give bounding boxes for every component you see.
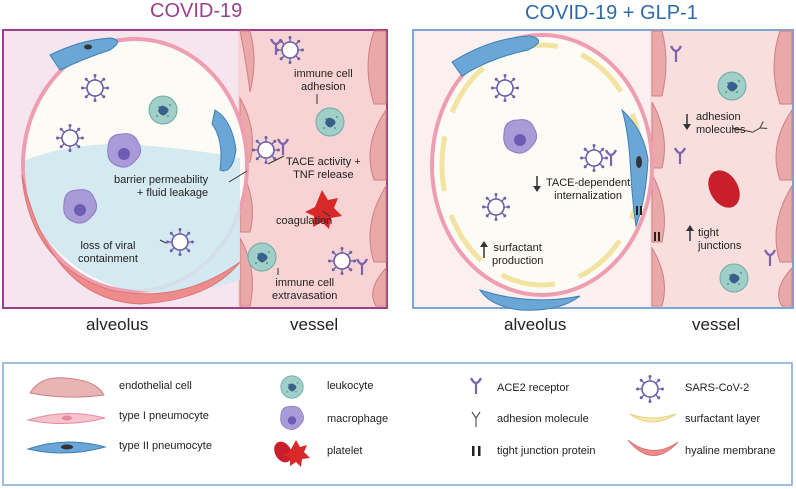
legend-platelet: platelet	[327, 445, 363, 457]
label-loss-viral-containment: loss of viral containment	[78, 240, 138, 265]
left-panel	[2, 29, 388, 309]
left-type2-cell-top	[49, 37, 118, 71]
label-tight-junctions: tight junctions	[698, 227, 742, 252]
virus-icon	[635, 374, 665, 404]
virus-icon	[490, 73, 520, 103]
virus-icon	[481, 192, 511, 222]
label-barrier-permeability: barrier permeability + fluid leakage	[114, 174, 209, 199]
left-panel-title: COVID-19	[150, 0, 243, 22]
label-immune-adhesion: immune cell adhesion	[294, 68, 353, 93]
surfactant-layer-icon	[629, 413, 677, 423]
legend-type2-pneumocyte: type II pneumocyte	[119, 440, 212, 452]
label-tace-internalization: TACE-dependent internalization	[546, 177, 631, 202]
left-type2-cell-side	[211, 109, 237, 172]
legend-type1-pneumocyte: type I pneumocyte	[119, 410, 209, 422]
right-panel	[412, 29, 794, 311]
leukocyte-icon	[280, 375, 304, 399]
legend-leukocyte: leukocyte	[327, 380, 374, 392]
legend-endothelial-cell: endothelial cell	[119, 380, 192, 392]
right-vessel-wall	[651, 30, 793, 307]
platelet-icon	[305, 190, 342, 229]
endothelial-cell-icon	[29, 377, 105, 398]
label-tace-release: TACE activity + TNF release	[286, 156, 361, 181]
tight-junction-protein-icon	[472, 446, 481, 456]
legend-sars-cov-2: SARS-CoV-2	[685, 382, 750, 394]
left-hyaline-membrane	[21, 174, 241, 305]
virus-icon	[165, 227, 195, 257]
legend-adhesion-molecule: adhesion molecule	[497, 413, 589, 425]
label-coagulation: coagulation	[276, 215, 333, 227]
legend-ace2-receptor: ACE2 receptor	[497, 382, 570, 394]
tight-junction-icon	[636, 206, 660, 241]
leukocyte-icon	[717, 71, 747, 101]
leukocyte-icon	[247, 242, 277, 272]
leukocyte-icon	[719, 263, 749, 293]
legend-hyaline-membrane: hyaline membrane	[685, 445, 776, 457]
right-alveolus	[430, 33, 654, 297]
left-fluid	[25, 144, 240, 293]
virus-icon	[579, 143, 609, 173]
caption-alveolus-right: alveolus	[504, 315, 567, 334]
legend-surfactant-layer: surfactant layer	[685, 413, 761, 425]
down-arrow-icon	[533, 176, 541, 192]
virus-icon	[80, 73, 110, 103]
caption-vessel-left: vessel	[290, 315, 339, 334]
label-immune-extravasation: immune cell extravasation	[272, 277, 338, 302]
legend-tight-junction-protein: tight junction protein	[497, 445, 596, 457]
platelet-icon	[274, 440, 310, 467]
red-blood-cell-icon	[708, 170, 740, 208]
hyaline-membrane-icon	[627, 439, 679, 456]
legend	[2, 362, 793, 486]
right-type2-cell-bottom	[478, 289, 581, 311]
virus-icon	[55, 123, 85, 153]
leukocyte-icon	[148, 95, 178, 125]
right-type2-cell-top	[451, 35, 539, 77]
virus-icon	[327, 246, 357, 276]
label-adhesion-molecules: adhesion molecules	[696, 111, 746, 136]
up-arrow-icon	[480, 241, 488, 258]
caption-alveolus-left: alveolus	[86, 315, 149, 334]
right-type2-cell-side	[621, 108, 649, 228]
label-surfactant-production: surfactant production	[492, 242, 544, 267]
legend-macrophage: macrophage	[327, 413, 389, 425]
caption-vessel-right: vessel	[692, 315, 741, 334]
up-arrow-icon	[686, 225, 694, 241]
down-arrow-icon	[683, 114, 691, 130]
right-panel-title: COVID-19 + GLP-1	[525, 2, 698, 24]
leukocyte-icon	[315, 107, 345, 137]
